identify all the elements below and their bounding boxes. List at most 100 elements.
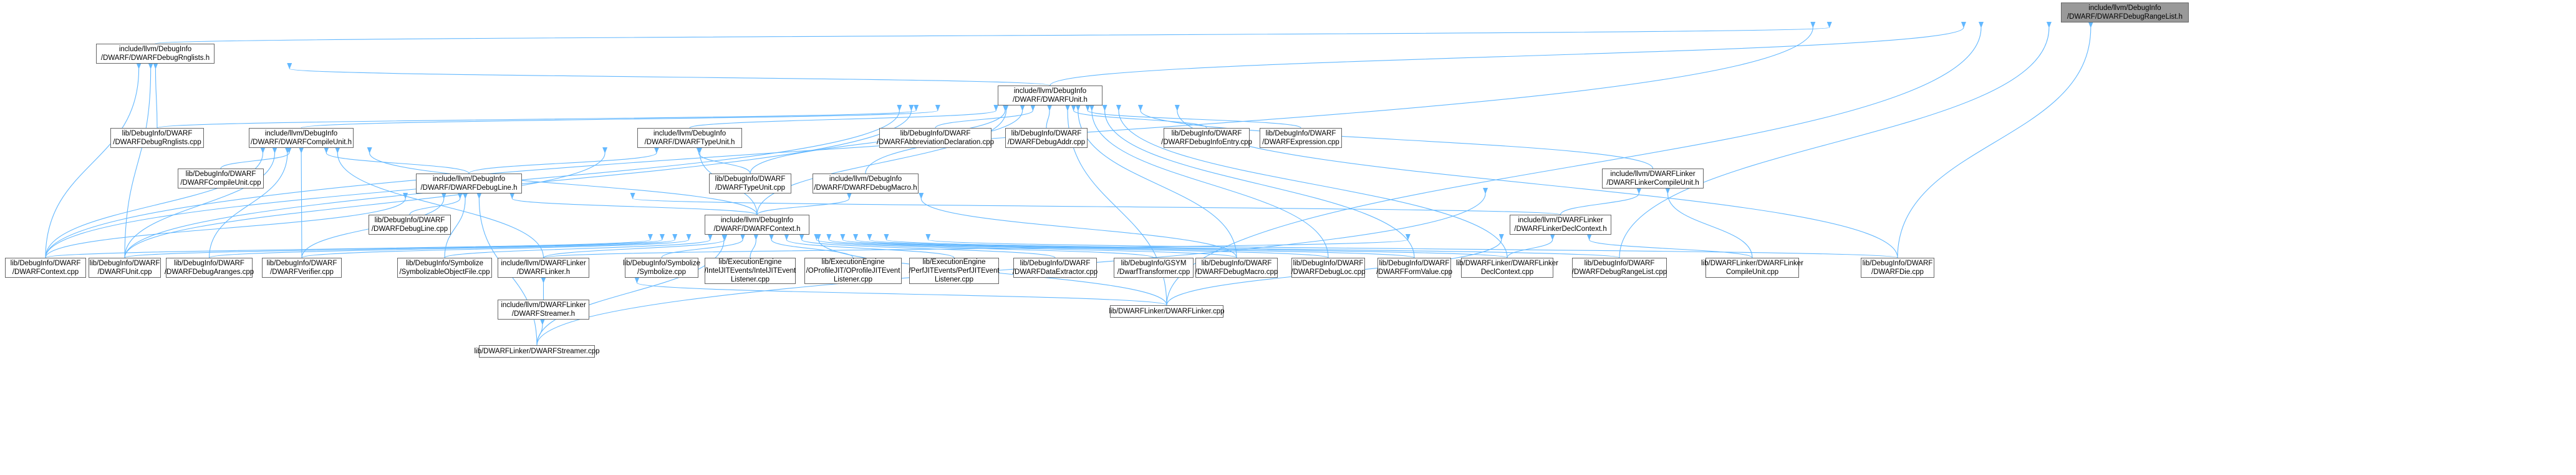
node-label-line: include/llvm/DWARFLinker bbox=[1518, 217, 1603, 224]
dependency-edge-context_h-to-linkerdecl_cpp bbox=[866, 233, 1508, 258]
graph-node-debugmacro-h[interactable]: include/llvm/DebugInfo/DWARF/DWARFDebugM… bbox=[813, 174, 919, 193]
dependency-edge-typeunit_h-to-debugline_h bbox=[468, 147, 660, 174]
node-label-line: DeclContext.cpp bbox=[1480, 268, 1534, 276]
dependency-edge-context_h-to-aranges_cpp bbox=[208, 233, 678, 258]
node-label-line: lib/DebugInfo/DWARF bbox=[1584, 260, 1655, 267]
graph-node-context-h[interactable]: include/llvm/DebugInfo/DWARF/DWARFContex… bbox=[705, 215, 809, 235]
node-label-line: include/llvm/DebugInfo bbox=[2088, 4, 2161, 12]
node-label-line: /DWARFExpression.cpp bbox=[1262, 139, 1339, 146]
dependency-edge-compileunit_h-to-verifier_cpp bbox=[299, 147, 304, 258]
graph-node-oprofile-cpp[interactable]: lib/ExecutionEngine/OProfileJIT/OProfile… bbox=[804, 258, 902, 284]
node-label-line: /DWARFDebugRangeList.cpp bbox=[1571, 268, 1667, 276]
node-label-line: lib/DebugInfo/DWARF bbox=[174, 260, 244, 267]
graph-node-abbrev-cpp[interactable]: lib/DebugInfo/DWARF/DWARFAbbreviationDec… bbox=[876, 128, 995, 148]
graph-node-verifier-cpp[interactable]: lib/DebugInfo/DWARF/DWARFVerifier.cpp bbox=[262, 258, 342, 278]
dependency-edge-debugline_h-to-linkerdecl_h bbox=[629, 192, 1561, 215]
graph-node-symbolizable-cpp[interactable]: lib/DebugInfo/Symbolize/SymbolizableObje… bbox=[397, 258, 492, 278]
graph-node-linkercu-h[interactable]: include/llvm/DWARFLinker/DWARFLinkerComp… bbox=[1602, 169, 1704, 189]
node-label-line: lib/DebugInfo/DWARF bbox=[1862, 260, 1933, 267]
node-label-line: /DWARFUnit.cpp bbox=[97, 268, 152, 276]
dependency-edge-debugmacro_h-to-context_h bbox=[756, 192, 852, 215]
graph-node-rnglists-cpp[interactable]: lib/DebugInfo/DWARF/DWARFDebugRnglists.c… bbox=[110, 128, 204, 148]
node-label-line: /DWARFDebugMacro.cpp bbox=[1195, 268, 1278, 276]
node-label-line: include/llvm/DWARFLinker bbox=[1610, 170, 1696, 178]
dependency-edge-linkercu_h-to-streamer_cpp bbox=[536, 187, 1488, 346]
dependency-edge-rnglists_h-to-unit_cpp bbox=[124, 62, 153, 258]
node-label-line: lib/DWARFLinker/DWARFLinker.cpp bbox=[1109, 308, 1225, 315]
dependency-edge-context_h-to-unit_cpp bbox=[124, 233, 665, 258]
graph-node-infoentry-cpp[interactable]: lib/DebugInfo/DWARF/DWARFDebugInfoEntry.… bbox=[1161, 128, 1252, 148]
graph-node-streamer-cpp[interactable]: lib/DWARFLinker/DWARFStreamer.cpp bbox=[474, 345, 600, 358]
graph-node-typeunit-h[interactable]: include/llvm/DebugInfo/DWARF/DWARFTypeUn… bbox=[637, 128, 742, 148]
node-label-line: /PerfJITEvents/PerfJITEvent bbox=[909, 267, 1000, 275]
node-label-line: /SymbolizableObjectFile.cpp bbox=[399, 268, 490, 276]
graph-node-linkerdecl-h[interactable]: include/llvm/DWARFLinker/DWARFLinkerDecl… bbox=[1510, 215, 1611, 235]
node-label-line: /DWARF/DWARFDebugLine.h bbox=[420, 184, 518, 192]
node-label-line: include/llvm/DWARFLinker bbox=[501, 301, 586, 309]
graph-node-debugline-h[interactable]: include/llvm/DebugInfo/DWARF/DWARFDebugL… bbox=[416, 174, 522, 193]
dependency-edge-compileunit_h-to-unit_cpp bbox=[124, 147, 277, 258]
graph-node-debugloc-cpp[interactable]: lib/DebugInfo/DWARF/DWARFDebugLoc.cpp bbox=[1291, 258, 1366, 278]
graph-node-context-cpp[interactable]: lib/DebugInfo/DWARF/DWARFContext.cpp bbox=[5, 258, 86, 278]
node-label-line: /DWARFFormValue.cpp bbox=[1376, 268, 1453, 276]
node-label-line: lib/DebugInfo/Symbolize bbox=[623, 260, 701, 267]
graph-node-symbolize-cpp[interactable]: lib/DebugInfo/Symbolize/Symbolize.cpp bbox=[623, 258, 701, 278]
node-label-line: /DWARFDebugInfoEntry.cpp bbox=[1161, 139, 1252, 146]
node-label-line: Listener.cpp bbox=[934, 276, 973, 283]
graph-node-typeunit-cpp[interactable]: lib/DebugInfo/DWARF/DWARFTypeUnit.cpp bbox=[709, 174, 791, 193]
dependency-edge-unit_h-to-rnglists_cpp bbox=[157, 104, 919, 129]
graph-node-die-cpp[interactable]: lib/DebugInfo/DWARF/DWARFDie.cpp bbox=[1861, 258, 1934, 278]
dependency-edge-compileunit_h-to-aranges_cpp bbox=[208, 147, 290, 258]
graph-node-dwarflinker-h[interactable]: include/llvm/DWARFLinker/DWARFLinker.h bbox=[498, 258, 589, 278]
graph-node-rangelist-cpp[interactable]: lib/DebugInfo/DWARF/DWARFDebugRangeList.… bbox=[1572, 258, 1667, 278]
dependency-edge-debugline_h-to-debugline_cpp bbox=[409, 192, 463, 215]
dependency-edge-context_h-to-gsym_cpp bbox=[814, 233, 1154, 258]
dependency-edge-linkercu_h-to-linkercu_cpp bbox=[1665, 187, 1753, 258]
dependency-edge-context_h-to-verifier_cpp bbox=[301, 233, 692, 258]
graph-node-linker-cpp[interactable]: lib/DWARFLinker/DWARFLinker.cpp bbox=[1109, 305, 1225, 318]
node-label-line: lib/ExecutionEngine bbox=[922, 258, 986, 266]
dependency-edge-rangelist_h-to-rnglists_h bbox=[155, 21, 1833, 44]
node-label-line: lib/DebugInfo/DWARF bbox=[1171, 130, 1242, 137]
node-label-line: /DWARFLinkerCompileUnit.h bbox=[1606, 179, 1699, 187]
node-label-line: /DWARFDie.cpp bbox=[1871, 268, 1924, 276]
graph-node-compileunit-cpp[interactable]: lib/DebugInfo/DWARF/DWARFCompileUnit.cpp bbox=[178, 169, 264, 189]
graph-node-debugmacro-cpp[interactable]: lib/DebugInfo/DWARF/DWARFDebugMacro.cpp bbox=[1195, 258, 1278, 278]
node-label-line: lib/DebugInfo/DWARF bbox=[374, 217, 445, 224]
dependency-edge-rangelist_h-to-linker_cpp bbox=[1166, 21, 1984, 306]
graph-node-gsym-cpp[interactable]: lib/DebugInfo/GSYM/DwarfTransformer.cpp bbox=[1114, 258, 1194, 278]
graph-node-streamer-h[interactable]: include/llvm/DWARFLinker/DWARFStreamer.h bbox=[498, 300, 589, 320]
graph-node-unit-cpp[interactable]: lib/DebugInfo/DWARF/DWARFUnit.cpp bbox=[89, 258, 161, 278]
graph-node-rangelist-h[interactable]: include/llvm/DebugInfo/DWARF/DWARFDebugR… bbox=[2061, 2, 2189, 22]
dependency-edge-compileunit_h-to-compileunit_cpp bbox=[220, 147, 292, 169]
dependency-edge-unit_h-to-formvalue_cpp bbox=[1102, 104, 1415, 258]
graph-node-rnglists-h[interactable]: include/llvm/DebugInfo/DWARF/DWARFDebugR… bbox=[96, 44, 215, 64]
dependency-edge-unit_h-to-linkerdecl_cpp bbox=[1116, 104, 1508, 258]
graph-node-expression-cpp[interactable]: lib/DebugInfo/DWARF/DWARFExpression.cpp bbox=[1260, 128, 1342, 148]
dependency-edge-streamer_h-to-streamer_cpp bbox=[536, 318, 545, 346]
node-label-line: /DWARFLinkerDeclContext.h bbox=[1514, 225, 1607, 233]
node-label-line: lib/ExecutionEngine bbox=[718, 258, 782, 266]
graph-node-dataextractor-cpp[interactable]: lib/DebugInfo/DWARF/DWARFDataExtractor.c… bbox=[1013, 258, 1097, 278]
graph-node-addr-cpp[interactable]: lib/DebugInfo/DWARF/DWARFDebugAddr.cpp bbox=[1005, 128, 1088, 148]
graph-node-debugline-cpp[interactable]: lib/DebugInfo/DWARF/DWARFDebugLine.cpp bbox=[369, 215, 451, 235]
node-label-line: lib/DebugInfo/DWARF bbox=[1265, 130, 1336, 137]
graph-node-intel-cpp[interactable]: lib/ExecutionEngine/IntelJITEvents/Intel… bbox=[705, 258, 796, 284]
graph-node-unit-h[interactable]: include/llvm/DebugInfo/DWARF/DWARFUnit.h bbox=[998, 86, 1102, 105]
dependency-edge-debugline_h-to-context_cpp bbox=[45, 192, 408, 258]
graph-node-compileunit-h[interactable]: include/llvm/DebugInfo/DWARF/DWARFCompil… bbox=[249, 128, 354, 148]
dependency-edge-linkerdecl_h-to-linkerdecl_cpp bbox=[1507, 233, 1555, 258]
node-label-line: lib/DebugInfo/DWARF bbox=[1201, 260, 1272, 267]
dependency-edge-unit_h-to-linkercu_h bbox=[1137, 104, 1654, 169]
graph-node-aranges-cpp[interactable]: lib/DebugInfo/DWARF/DWARFDebugAranges.cp… bbox=[165, 258, 254, 278]
dependency-edge-debugline_h-to-context_h bbox=[509, 192, 758, 215]
node-label-line: CompileUnit.cpp bbox=[1725, 268, 1779, 276]
dependency-edge-unit_h-to-debugloc_cpp bbox=[1089, 104, 1329, 258]
node-label-line: /DWARF/DWARFDebugRnglists.h bbox=[100, 54, 210, 62]
graph-node-perf-cpp[interactable]: lib/ExecutionEngine/PerfJITEvents/PerfJI… bbox=[909, 258, 1000, 284]
node-label-line: /DWARFAbbreviationDeclaration.cpp bbox=[876, 139, 995, 146]
dependency-edge-compileunit_h-to-debugline_h bbox=[324, 147, 470, 174]
graph-node-formvalue-cpp[interactable]: lib/DebugInfo/DWARF/DWARFFormValue.cpp bbox=[1376, 258, 1453, 278]
